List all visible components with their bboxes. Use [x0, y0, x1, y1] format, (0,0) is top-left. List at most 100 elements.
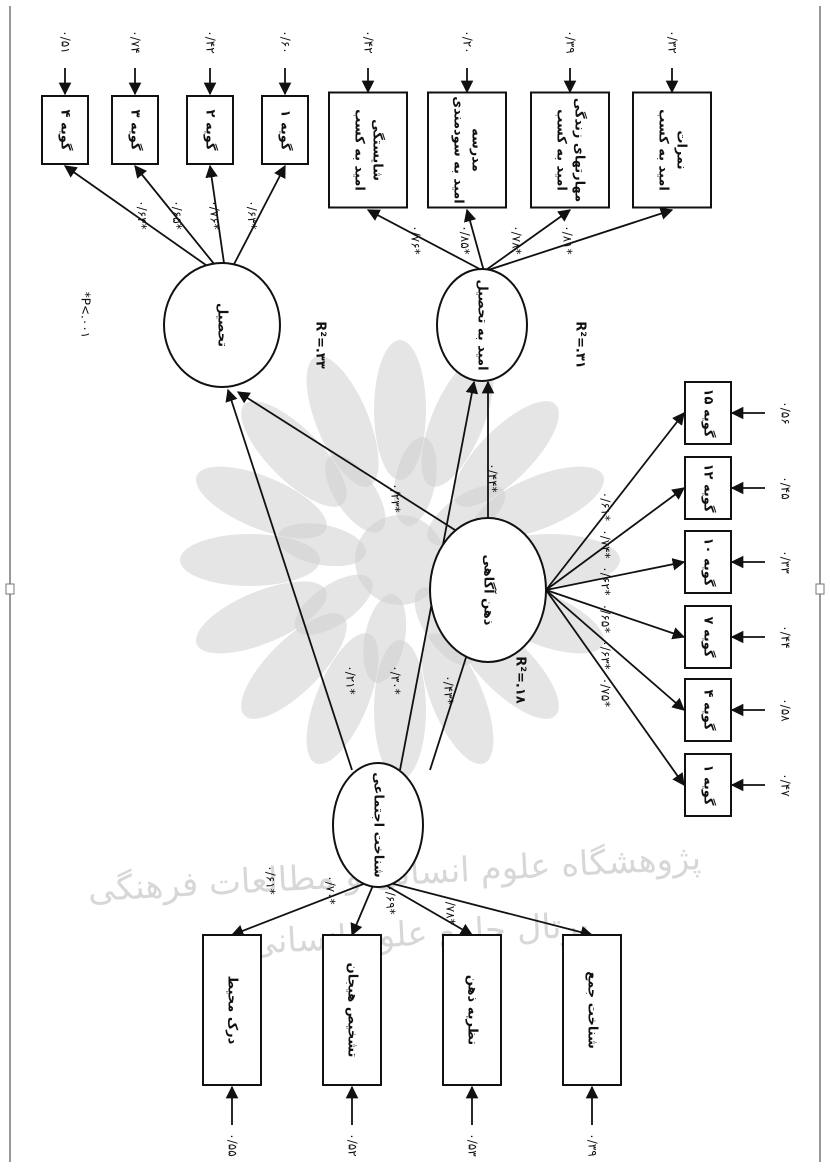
path-value-social-hope: ۰/۳۰*	[389, 665, 403, 694]
mindfulness-indicator-1	[684, 753, 732, 817]
hope-indicator-3	[427, 91, 507, 209]
mindfulness-indicator-5	[684, 456, 732, 520]
social-loading-3: ۰/۶۹*	[384, 885, 398, 914]
mindfulness-loading-edge-3	[545, 589, 686, 640]
rosette-petal	[306, 355, 379, 487]
social-indicator-1-label: درک محیط	[225, 976, 240, 1045]
social-indicator-4-label: شناخت جمع	[585, 971, 600, 1049]
mindfulness-indicator-2-label: گویه ۴	[701, 690, 717, 731]
mindfulness-error-2: ۰/۵۸	[779, 698, 793, 722]
achievement-loading-edge-4	[63, 165, 214, 271]
rosette-inner-petal	[427, 485, 506, 546]
hope-loading-edge-1	[472, 207, 674, 276]
mindfulness-indicator-4-label: گویه ۱۰	[701, 538, 717, 587]
rosette-core	[355, 515, 445, 605]
achievement-loading-edge-3	[134, 165, 220, 271]
mindfulness-loading-3: ۰/۶۵*	[599, 604, 613, 633]
r2-achievement: R²=.۳۳	[313, 321, 328, 368]
path-social-to-mindfulness	[429, 643, 473, 771]
frame-handle-left	[5, 583, 15, 595]
mindfulness-loading-1: ۰/۷۵*	[599, 678, 613, 707]
hope-loading-2: ۰/۷۸*	[510, 225, 524, 254]
hope-loading-edge-3	[463, 208, 486, 276]
achievement-indicator-3	[111, 95, 159, 165]
path-mindfulness-to-achievement	[236, 391, 456, 531]
social-indicator-1	[202, 934, 262, 1086]
mindfulness-error-5: ۰/۴۵	[779, 476, 793, 499]
mindfulness-error-3: ۰/۴۴	[779, 625, 793, 648]
r2-hope: R²=.۳۱	[573, 321, 588, 368]
hope-error-4: ۰/۴۲	[362, 30, 376, 53]
achievement-error-2: ۰/۴۲	[204, 30, 218, 53]
path-value-social-achievement: ۰/۲۱*	[344, 665, 358, 694]
hope-indicator-2-label-2: مهارتهای زندگی	[572, 98, 588, 202]
mindfulness-error-6: ۰/۵۶	[779, 401, 793, 424]
mindfulness-error-1: ۰/۴۷	[779, 773, 793, 797]
significance-note: *P<.۰۰۱	[79, 292, 93, 338]
mindfulness-loading-6: ۰/۶۱*	[599, 492, 613, 521]
achievement-indicator-3-label: گویه ۳	[128, 110, 144, 151]
mindfulness-error-4: ۰/۳۳	[779, 550, 793, 574]
frame-handle-right	[815, 583, 825, 595]
rosette-petal	[241, 401, 347, 507]
hope-loading-4: ۰/۷۶*	[409, 225, 423, 254]
construct-mind	[429, 517, 547, 663]
mindfulness-loading-edge-1	[545, 589, 685, 787]
hope-indicator-2	[530, 91, 610, 209]
achievement-indicator-4	[41, 95, 89, 165]
mindfulness-indicator-3-label: گویه ۷	[701, 617, 717, 658]
achievement-loading-edge-1	[230, 164, 286, 271]
social-loading-edge-4	[389, 882, 594, 939]
hope-loading-1: ۰/۸۱*	[561, 225, 575, 254]
achievement-indicator-2	[186, 95, 234, 165]
hope-loading-edge-2	[478, 209, 572, 276]
social-loading-edge-1	[230, 882, 367, 937]
hope-error-2: ۰/۳۹	[564, 30, 578, 53]
social-indicator-2	[322, 934, 382, 1086]
edges-layer	[58, 68, 765, 1125]
construct-social	[332, 762, 424, 888]
watermark-line-2: پرتال جامع علوم انسانی	[248, 905, 590, 963]
achievement-loading-3: ۰/۶۵*	[170, 200, 184, 229]
mindfulness-loading-edge-5	[545, 487, 686, 591]
hope-indicator-4-label-2: شایستگی	[370, 119, 386, 181]
mindfulness-loading-edge-4	[545, 558, 686, 591]
social-error-4: ۰/۳۹	[586, 1133, 600, 1156]
construct-mind-label: ذهن آگاهی	[481, 555, 498, 626]
achievement-error-4: ۰/۵۱	[59, 30, 73, 53]
social-loading-edge-3	[381, 882, 474, 936]
mindfulness-indicator-6	[684, 381, 732, 445]
watermark-rosette	[180, 340, 620, 780]
hope-error-1: ۰/۳۲	[666, 30, 680, 53]
hope-indicator-1-label-2: نمرات	[674, 130, 689, 169]
mindfulness-indicator-2	[684, 678, 732, 742]
social-loading-1: ۰/۶۱*	[264, 865, 278, 894]
path-social-to-achievement	[225, 388, 353, 771]
mindfulness-loading-edge-6	[545, 412, 685, 591]
mindfulness-loading-4: ۰/۶۲*	[599, 566, 613, 595]
mindfulness-loading-edge-2	[545, 589, 685, 711]
path-value-mindfulness-hope: ۰/۴۴*	[486, 463, 500, 492]
achievement-indicator-2-label: گویه ۲	[203, 110, 219, 151]
achievement-loading-2: ۰/۷۶*	[208, 200, 222, 229]
achievement-loading-1: ۰/۶۳*	[245, 200, 259, 229]
hope-indicator-2-label-1: امید به کسب	[554, 109, 569, 191]
achievement-loading-edge-2	[205, 164, 226, 271]
hope-indicator-3-label-2: مدرسه	[469, 128, 484, 172]
social-error-1: ۰/۵۵	[226, 1133, 240, 1156]
social-error-3: ۰/۵۳	[466, 1133, 480, 1157]
construct-ach-label: تحصیل	[215, 303, 230, 347]
social-indicator-2-label: تشخیص هیجان	[345, 963, 360, 1058]
construct-hope	[436, 268, 528, 382]
social-indicator-3-label: نظریه ذهن	[465, 975, 480, 1045]
rosette-petal	[421, 633, 494, 765]
social-loading-edge-2	[350, 882, 375, 937]
hope-indicator-1	[632, 91, 712, 209]
rosette-petal	[241, 613, 347, 719]
achievement-indicator-1	[261, 95, 309, 165]
rosette-inner-petal	[294, 574, 373, 635]
rosette-petal	[306, 633, 379, 765]
rosette-petal	[195, 581, 327, 654]
